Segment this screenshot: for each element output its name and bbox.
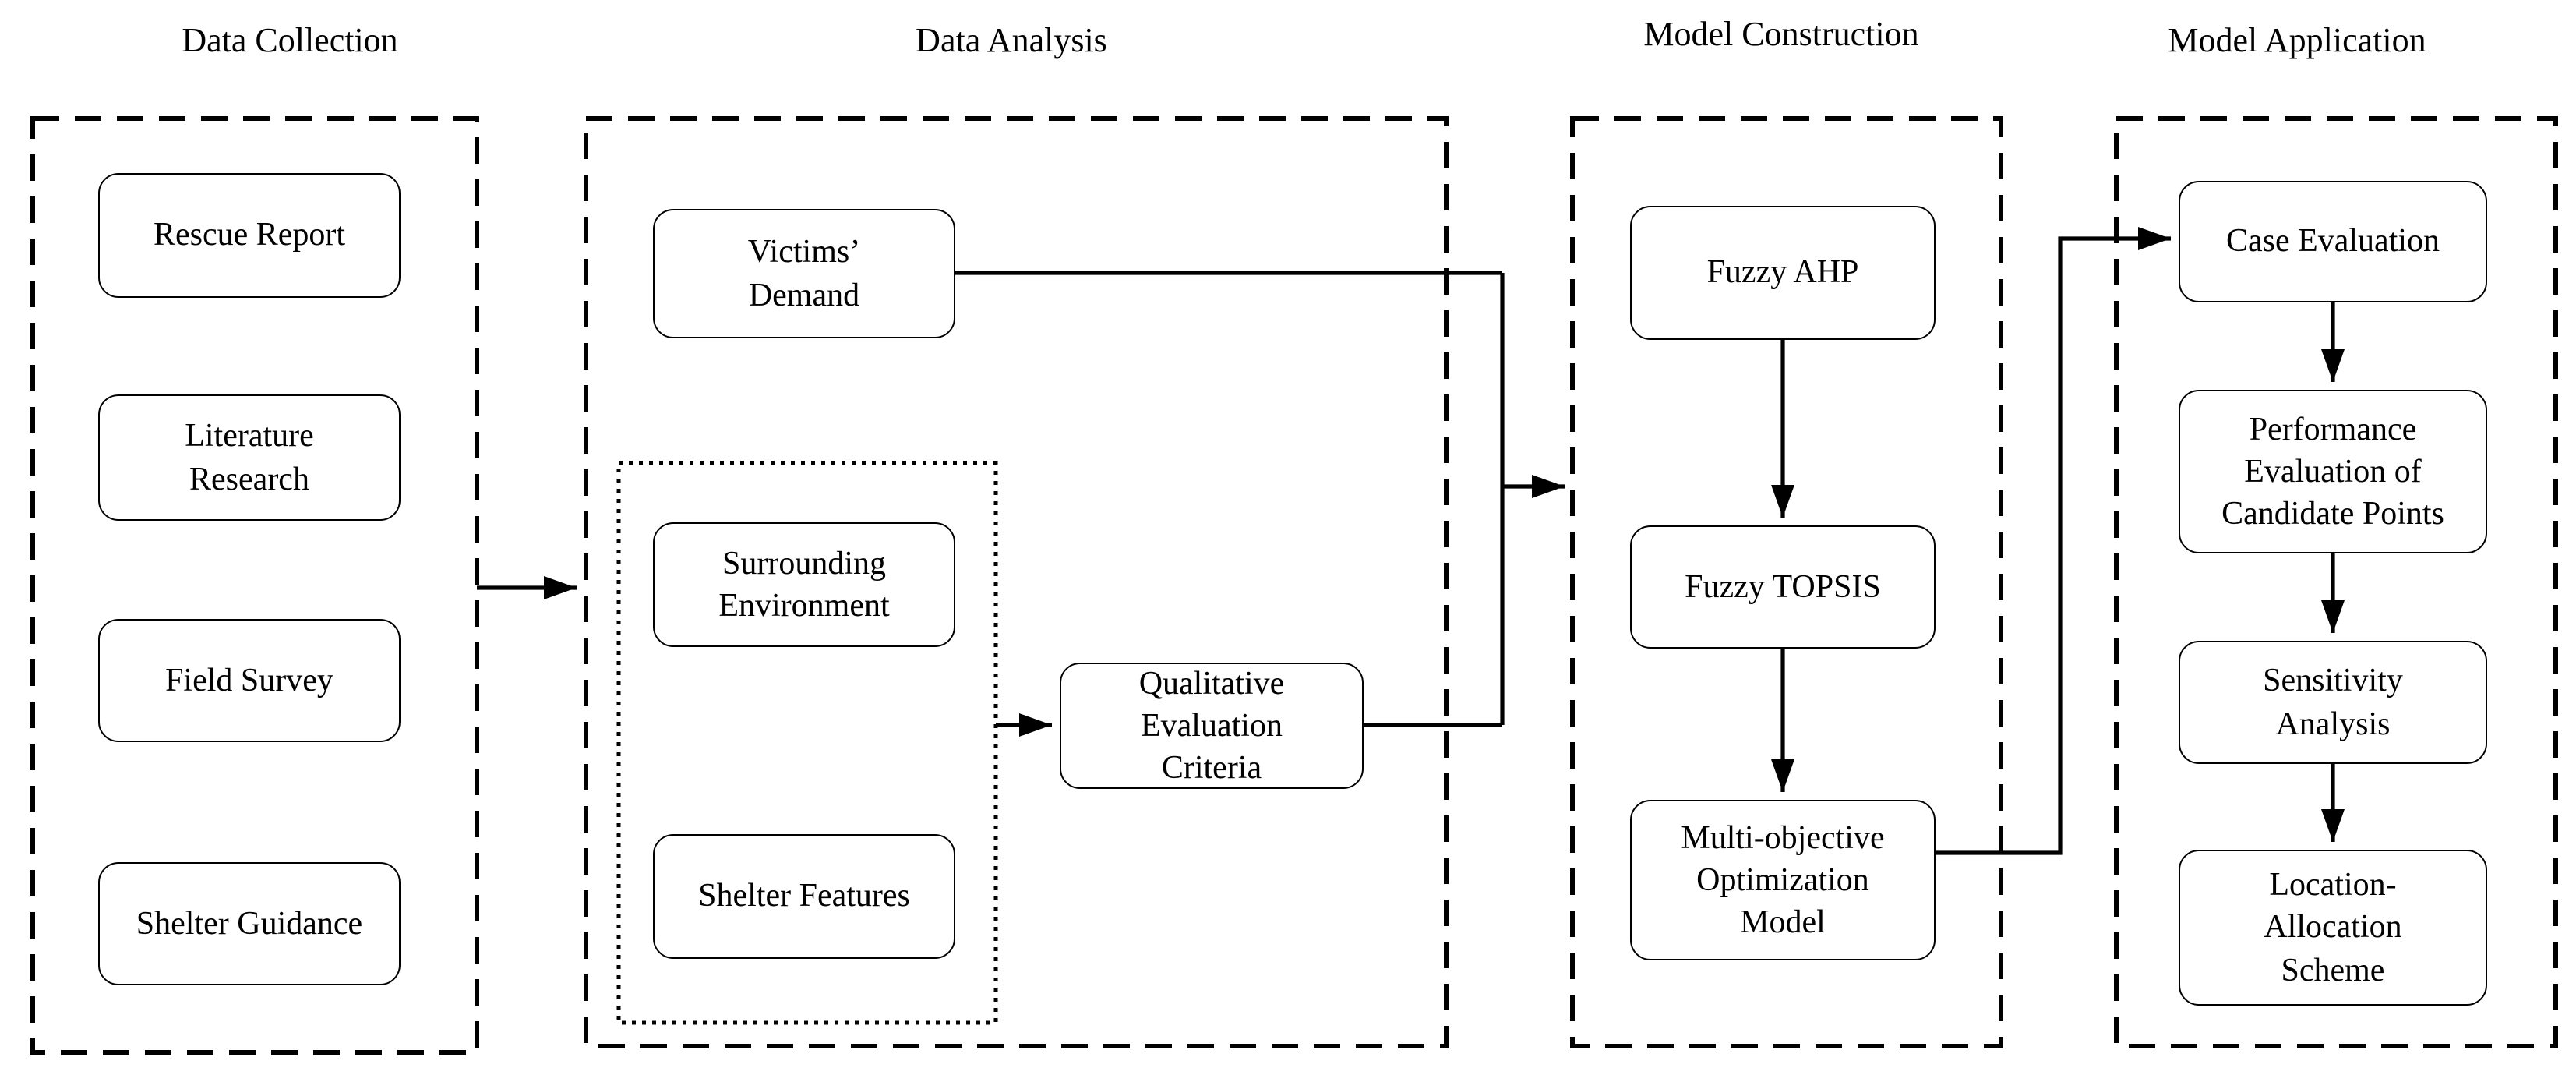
node-literature-research: Literature Research bbox=[98, 394, 401, 521]
node-sensitivity-analysis: Sensitivity Analysis bbox=[2179, 641, 2487, 764]
node-location-allocation-scheme: Location- Allocation Scheme bbox=[2179, 850, 2487, 1006]
column-title-data-collection: Data Collection bbox=[182, 20, 398, 59]
frame-model-application bbox=[2114, 116, 2558, 1048]
node-shelter-features: Shelter Features bbox=[653, 834, 955, 959]
column-title-data-analysis: Data Analysis bbox=[916, 20, 1107, 59]
node-fuzzy-topsis: Fuzzy TOPSIS bbox=[1630, 525, 1936, 649]
column-title-model-construction: Model Construction bbox=[1643, 14, 1919, 53]
node-fuzzy-ahp: Fuzzy AHP bbox=[1630, 206, 1936, 340]
column-frames bbox=[30, 116, 2558, 1055]
node-multi-objective-optimization-model: Multi-objective Optimization Model bbox=[1630, 800, 1936, 960]
column-title-model-application: Model Application bbox=[2168, 20, 2426, 59]
node-victims-demand: Victims’ Demand bbox=[653, 209, 955, 338]
node-field-survey: Field Survey bbox=[98, 619, 401, 742]
node-rescue-report: Rescue Report bbox=[98, 173, 401, 298]
frame-data-analysis bbox=[584, 116, 1449, 1048]
connectors bbox=[477, 227, 2345, 855]
frame-criteria-group bbox=[616, 461, 998, 1025]
node-shelter-guidance: Shelter Guidance bbox=[98, 862, 401, 985]
node-performance-evaluation: Performance Evaluation of Candidate Poin… bbox=[2179, 390, 2487, 553]
frame-model-construction bbox=[1570, 116, 2003, 1048]
wire-moom-to-case-evaluation bbox=[1936, 227, 2171, 855]
node-surrounding-environment: Surrounding Environment bbox=[653, 522, 955, 647]
frame-data-collection bbox=[30, 116, 479, 1055]
node-qualitative-evaluation-criteria: Qualitative Evaluation Criteria bbox=[1060, 663, 1364, 789]
node-case-evaluation: Case Evaluation bbox=[2179, 181, 2487, 302]
